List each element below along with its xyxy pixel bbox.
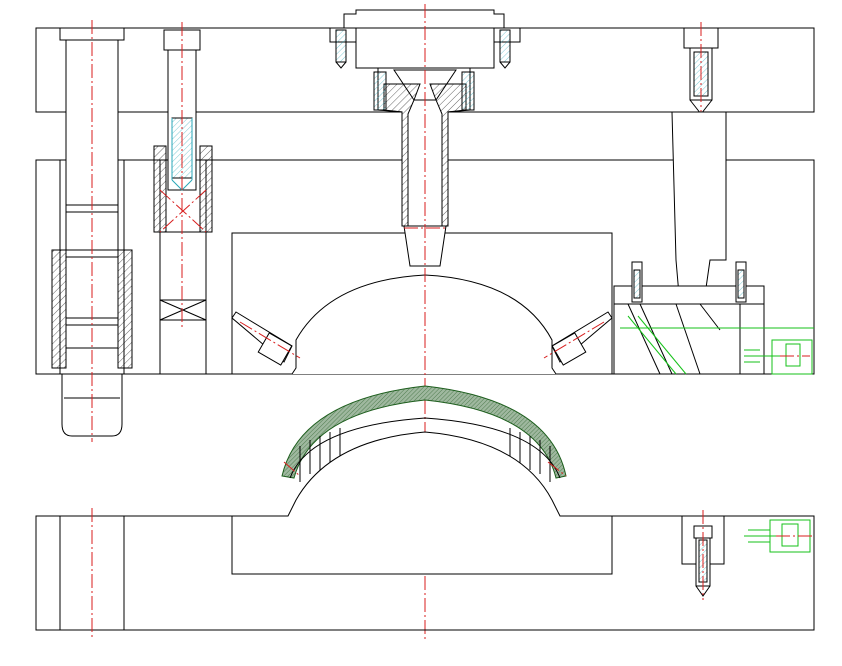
left-side-core (231, 311, 301, 366)
lower-right-bolt (681, 510, 725, 600)
right-angle-pin-block (613, 111, 765, 375)
left-return-spring-screw (153, 22, 213, 374)
right-upper-bolt (683, 22, 719, 120)
left-guide-pillar (51, 20, 133, 442)
lower-right-green-detail (744, 519, 812, 553)
molded-part-shell (281, 385, 567, 482)
right-side-core (543, 311, 613, 366)
right-aux-green-lines (620, 315, 814, 375)
lower-core-punch (231, 431, 613, 575)
